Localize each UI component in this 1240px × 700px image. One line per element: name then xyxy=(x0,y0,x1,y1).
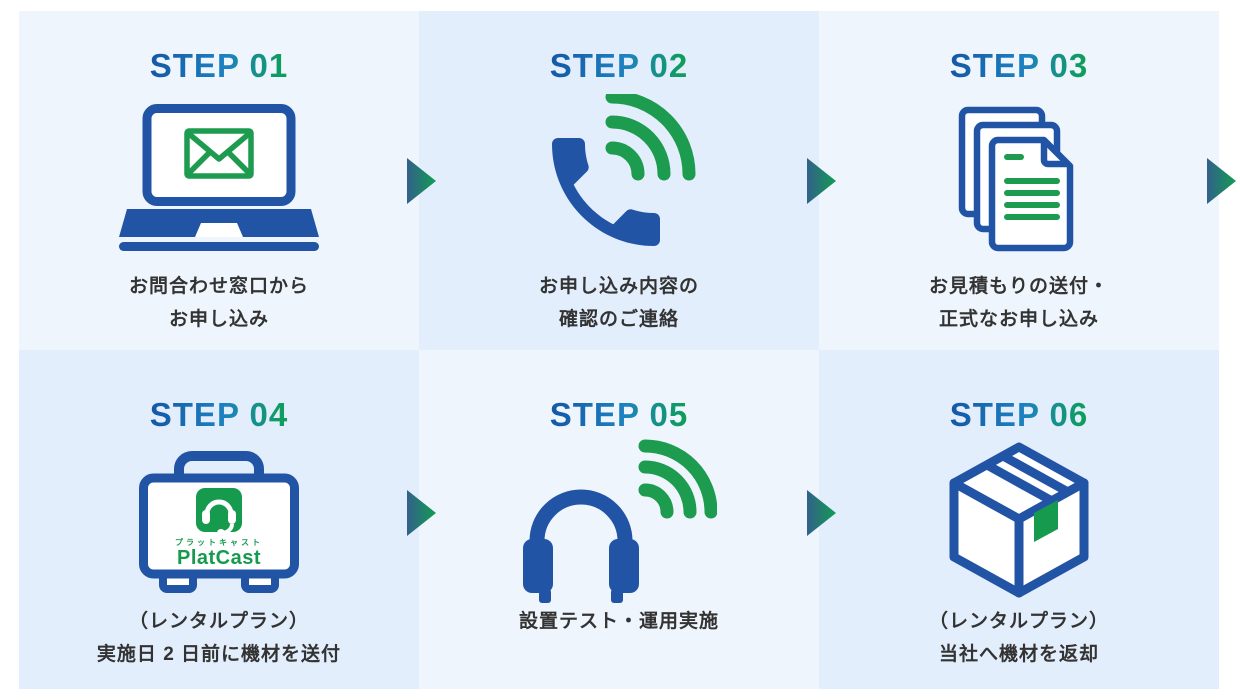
platcast-brand-label: PlatCast xyxy=(177,547,261,569)
platcast-kana-label: プラットキャスト xyxy=(175,537,263,547)
phone-call-icon xyxy=(534,90,704,268)
step-card-1: STEP 01 お問合わせ窓口から お申し込み xyxy=(19,11,419,350)
documents-icon xyxy=(958,90,1080,268)
step-6-caption: （レンタルプラン） 当社へ機材を返却 xyxy=(929,605,1109,671)
process-flow-grid: STEP 01 お問合わせ窓口から お申し込み STEP 02 xyxy=(19,11,1219,689)
caption-line: お申し込み xyxy=(168,309,269,330)
caption-line: お申し込み内容の xyxy=(538,276,699,297)
laptop-mail-icon xyxy=(117,90,321,268)
step-2-caption: お申し込み内容の 確認のご連絡 xyxy=(539,270,699,336)
step-card-3: STEP 03 お見積もりの送付・ 正式なお申し xyxy=(819,11,1219,350)
step-5-title: STEP 05 xyxy=(550,393,688,437)
platcast-logo-mark xyxy=(196,488,242,532)
caption-line: 当社へ機材を返却 xyxy=(938,644,1099,665)
step-4-title: STEP 04 xyxy=(150,393,288,437)
caption-line: （レンタルプラン） xyxy=(928,611,1109,632)
step-card-5: STEP 05 設置テスト・運用実施 xyxy=(419,350,819,689)
caption-line: 実施日 2 日前に機材を送付 xyxy=(96,644,342,665)
step-3-title: STEP 03 xyxy=(950,44,1088,88)
equipment-case-icon: プラットキャスト PlatCast xyxy=(139,439,299,603)
caption-line: 確認のご連絡 xyxy=(558,309,679,330)
step-6-title: STEP 06 xyxy=(950,393,1088,437)
caption-line: お見積もりの送付・ xyxy=(928,276,1109,297)
step-title-row: STEP 01 xyxy=(150,44,288,90)
caption-line: お問合わせ窓口から xyxy=(128,276,309,297)
return-box-icon xyxy=(944,439,1094,603)
step-title-row: STEP 03 xyxy=(950,44,1088,90)
step-card-4: STEP 04 プラットキャスト PlatCast （レンタルプラン） 実施日 … xyxy=(19,350,419,689)
step-card-6: STEP 06 （レンタルプラン） 当社へ機材を返却 xyxy=(819,350,1219,689)
step-5-caption: 設置テスト・運用実施 xyxy=(519,605,719,638)
headphones-wireless-icon xyxy=(521,439,717,603)
step-1-title: STEP 01 xyxy=(150,44,288,88)
step-title-row: STEP 06 xyxy=(950,393,1088,439)
step-card-2: STEP 02 お申し込み内容の 確認のご連絡 xyxy=(419,11,819,350)
step-title-row: STEP 05 xyxy=(550,393,688,439)
flow-arrow-3 xyxy=(1207,158,1236,204)
step-4-caption: （レンタルプラン） 実施日 2 日前に機材を送付 xyxy=(97,605,341,671)
caption-line: 設置テスト・運用実施 xyxy=(518,611,719,632)
step-title-row: STEP 04 xyxy=(150,393,288,439)
step-2-title: STEP 02 xyxy=(550,44,688,88)
step-title-row: STEP 02 xyxy=(550,44,688,90)
step-1-caption: お問合わせ窓口から お申し込み xyxy=(129,270,309,336)
step-3-caption: お見積もりの送付・ 正式なお申し込み xyxy=(929,270,1109,336)
caption-line: （レンタルプラン） xyxy=(128,611,309,632)
caption-line: 正式なお申し込み xyxy=(938,309,1099,330)
